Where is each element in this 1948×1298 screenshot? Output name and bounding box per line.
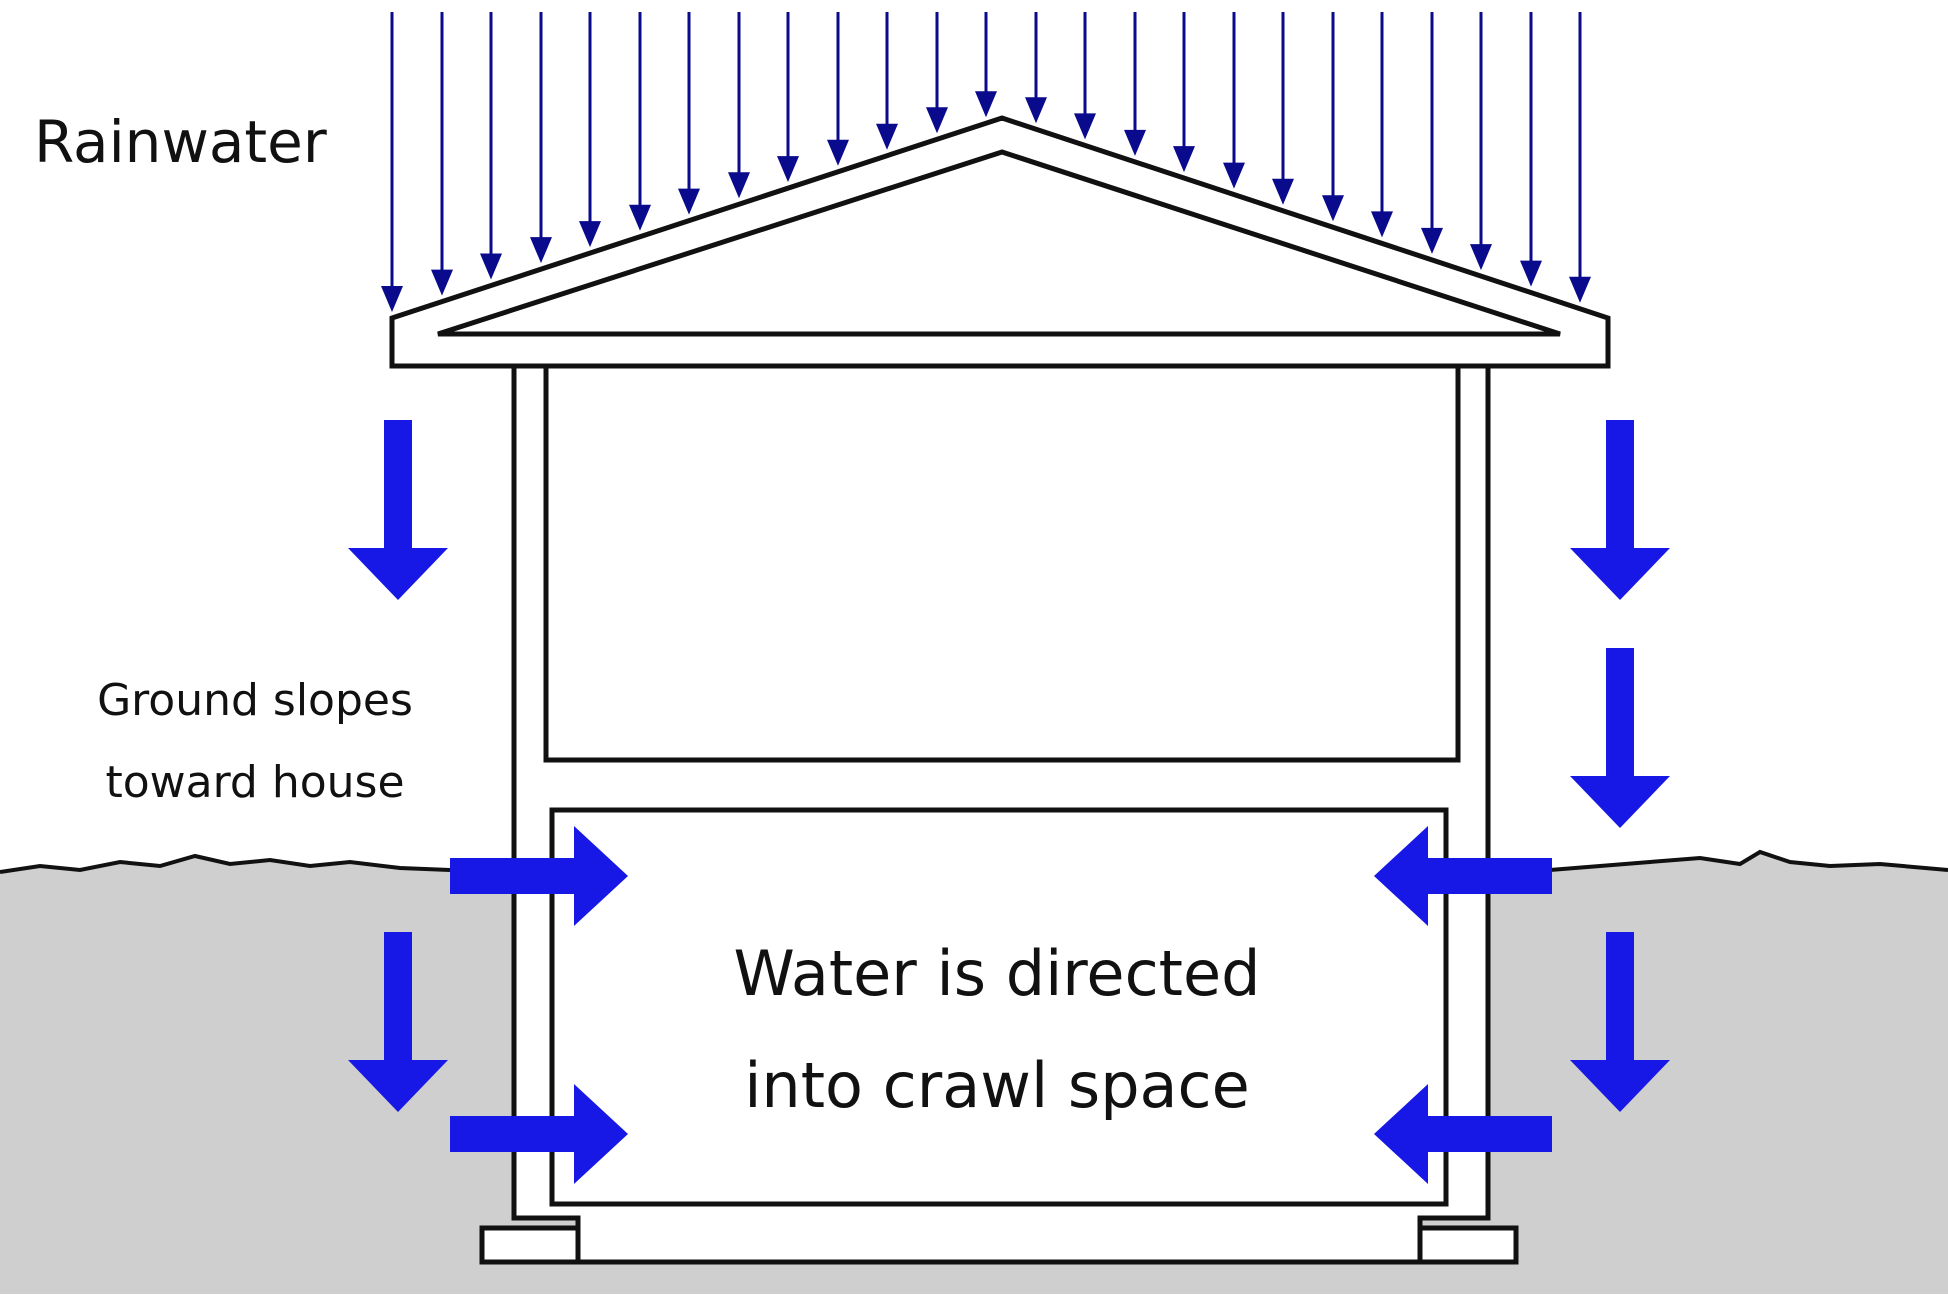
rain-arrow-head-24 [1569,276,1591,303]
down-arrow-right-upper [1570,420,1670,600]
rain-arrow-head-6 [678,188,700,215]
rain-arrow-head-14 [1074,113,1096,140]
crawl-space-line1: Water is directed [733,937,1261,1010]
ground-slope-line2: toward house [105,757,405,808]
rain-arrow-head-13 [1025,97,1047,124]
rainwater-label: Rainwater [34,108,327,176]
rain-arrow-head-12 [975,91,997,118]
rain-arrow-head-9 [827,139,849,166]
rain-arrow-head-10 [876,123,898,150]
down-arrow-right-middle [1570,648,1670,828]
inflow-arrow-left-lower [450,1084,628,1184]
inflow-arrow-left-upper [450,826,628,926]
inflow-arrow-right-upper [1374,826,1552,926]
rain-arrow-head-19 [1322,195,1344,222]
footing-right [1417,1225,1519,1265]
rain-arrow-head-0 [381,286,403,312]
rain-arrow-head-4 [579,221,601,248]
rain-arrow-head-7 [728,172,750,199]
house [389,115,1611,1265]
roof-inner [437,149,1561,337]
rain-arrow-head-1 [431,269,453,296]
inflow-arrow-right-lower [1374,1084,1552,1184]
down-arrow-left-upper [348,420,448,600]
rain-arrow-head-23 [1520,260,1542,287]
rain-arrow-head-15 [1124,129,1146,156]
ground-surface-line [0,849,1948,874]
rain-arrow-head-11 [926,107,948,134]
water-flow-arrows [348,420,1670,1184]
rain-arrow-head-18 [1272,178,1294,205]
rain-arrows [381,12,1591,312]
rain-arrow-head-21 [1421,227,1443,254]
rain-arrow-head-2 [480,253,502,280]
crawl-space-label: Water is directed into crawl space [652,918,1342,1142]
ground-slope-label: Ground slopes toward house [60,660,450,824]
footing-left [479,1225,581,1265]
rain-arrow-head-17 [1223,162,1245,189]
rain-arrow-head-16 [1173,146,1195,173]
rain-arrow-head-5 [629,204,651,231]
crawl-space-line2: into crawl space [744,1049,1250,1122]
down-arrow-right-lower [1570,932,1670,1112]
rain-arrow-head-3 [530,237,552,264]
rain-arrow-head-20 [1371,211,1393,238]
ground-slope-line1: Ground slopes [97,675,413,726]
upper-room [543,363,1461,763]
rain-arrow-head-8 [777,156,799,183]
down-arrow-left-lower [348,932,448,1112]
crawl-space [549,807,1449,1207]
rain-arrow-head-22 [1470,244,1492,271]
